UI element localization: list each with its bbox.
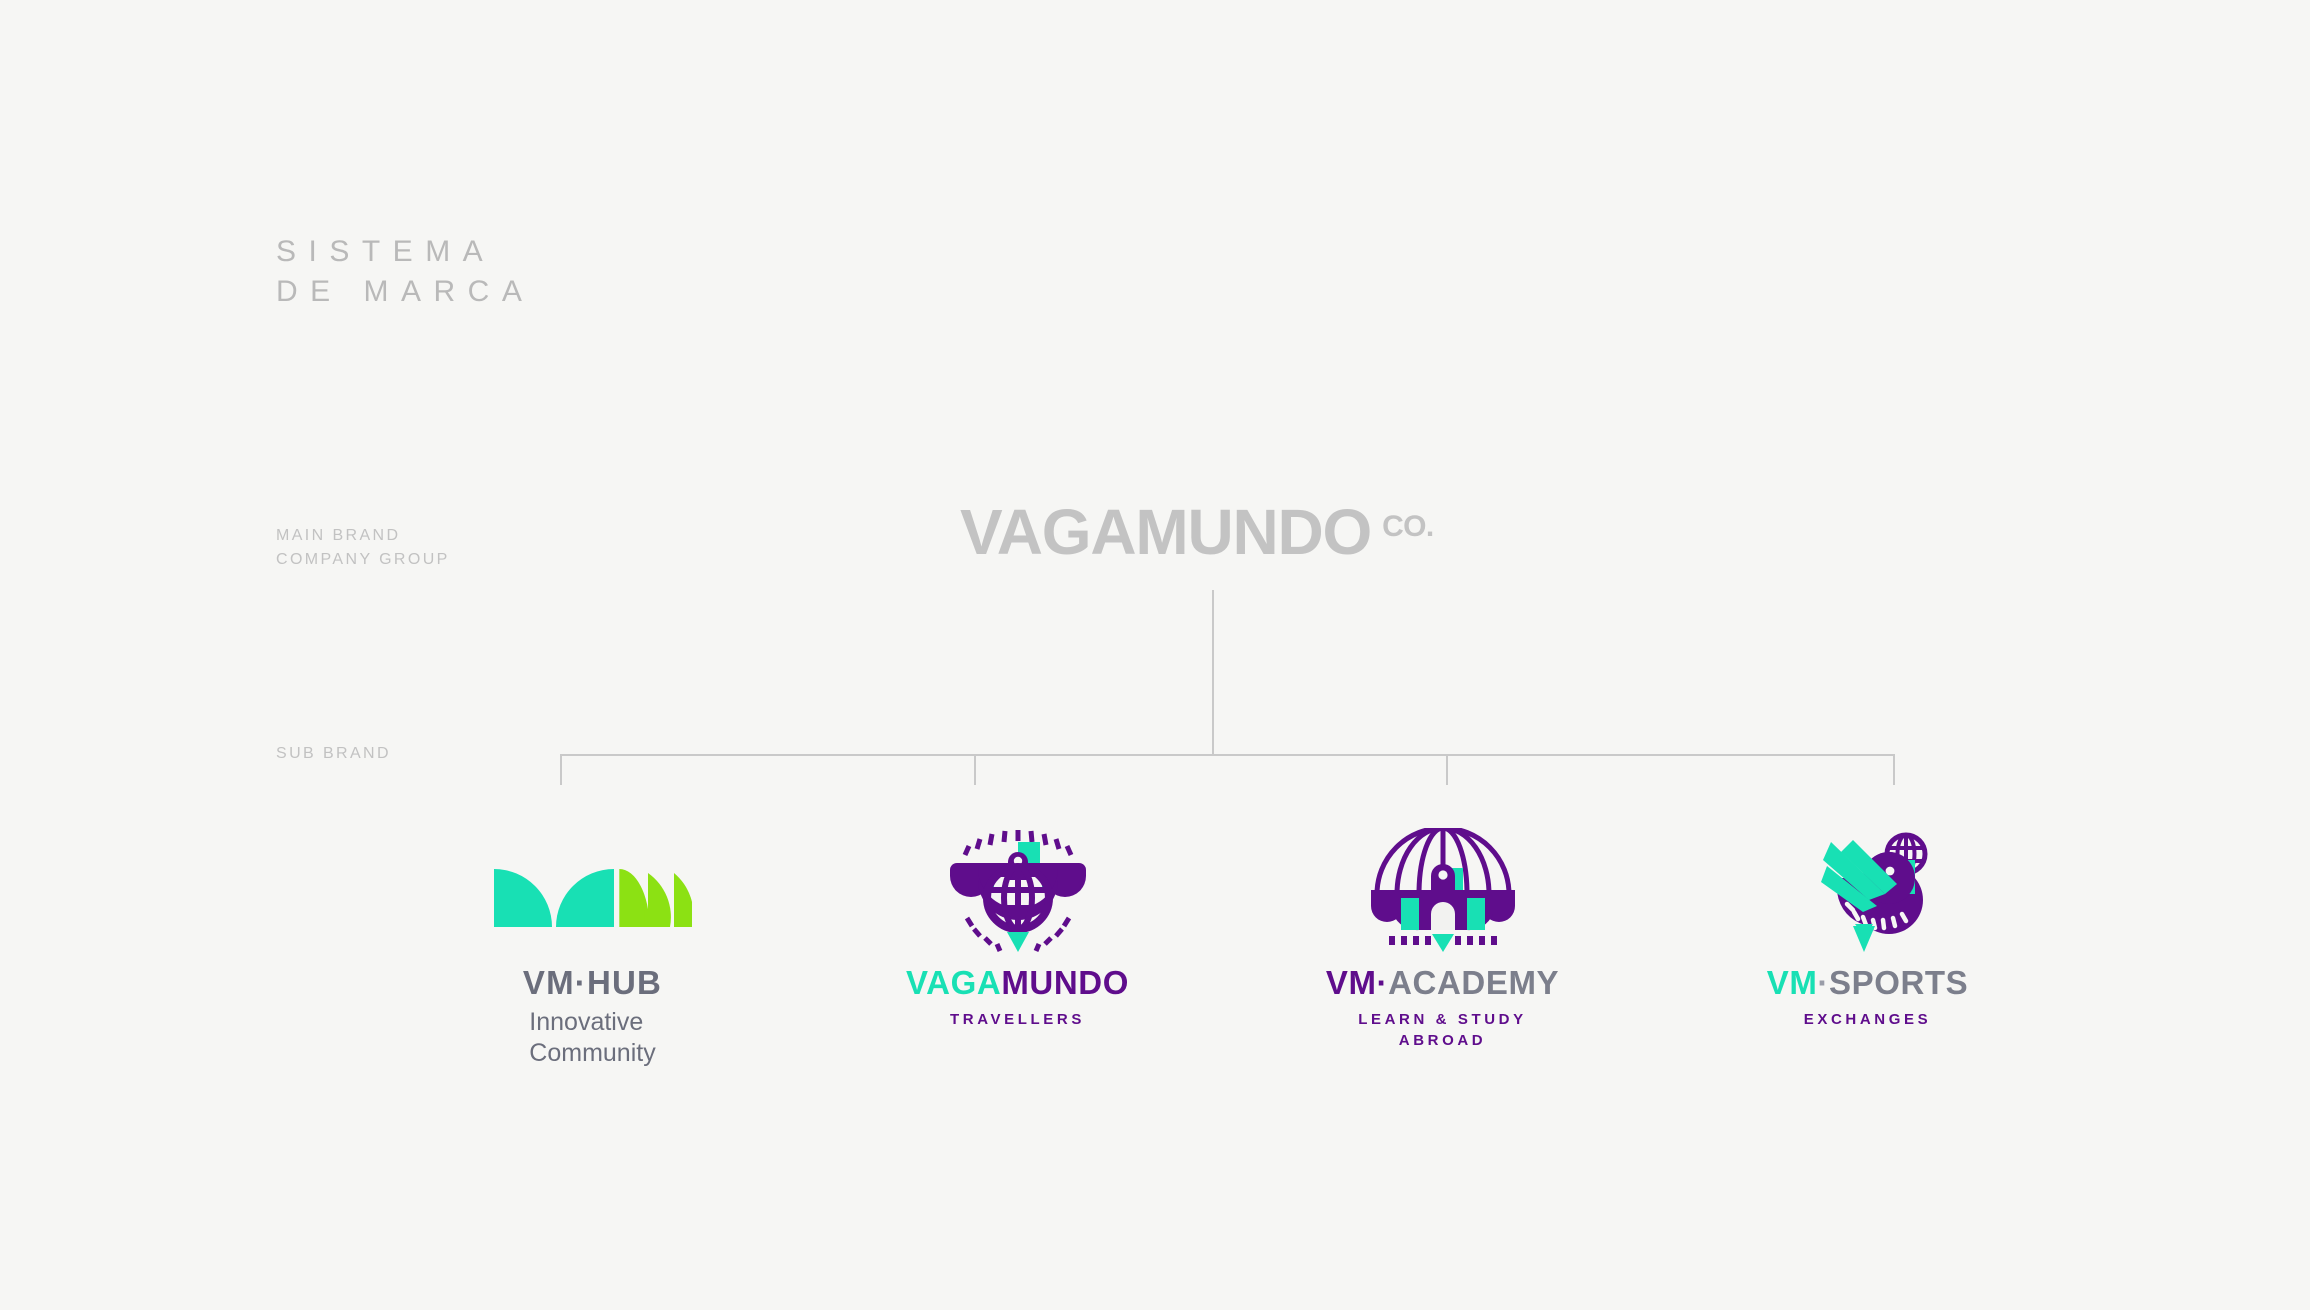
vm-academy-mark [1363,828,1523,952]
sub-brand-vm-sports[interactable]: VM·SPORTS EXCHANGES [1655,832,2080,1030]
vm-academy-wordmark-part-0: VM· [1325,964,1389,1001]
vagamundo-travellers-tagline: TRAVELLERS [950,1011,1085,1028]
vm-sports-tagline: EXCHANGES [1803,1011,1932,1028]
vm-sports-wordmark-part-1: · [1817,964,1829,1001]
flying-bird-mark-icon [1820,832,1927,952]
vm-hub-wordmark: VM·HUB [523,966,662,999]
vagamundo-travellers-mark [934,830,1102,952]
vagamundo-wordmark-part-1: MUNDO [1001,964,1129,1001]
vm-sports-wordmark-part-0: VM [1766,964,1818,1001]
vagamundo-travellers-wordmark: VAGAMUNDO [906,966,1129,999]
main-brand-suffix: CO. [1382,510,1434,543]
arches-mark-icon [493,869,692,927]
vm-hub-tagline: Innovative Community [529,1008,656,1067]
main-brand-wordmark: VAGAMUNDO CO. [960,500,1434,564]
vm-hub-wordmark-part-0: VM·HUB [522,964,663,1001]
sub-brand-vagamundo-travellers[interactable]: VAGAMUNDO TRAVELLERS [805,830,1230,1030]
sub-brand-vm-academy[interactable]: VM·ACADEMY LEARN & STUDY ABROAD [1230,828,1655,1051]
temple-dome-mark-icon [1370,828,1515,952]
sub-brand-vm-hub[interactable]: VM·HUB Innovative Community [380,840,805,1069]
vm-hub-mark [493,840,692,952]
vm-academy-wordmark-part-1: ACADEMY [1388,964,1560,1001]
row-label-sub-brand: SUB BRAND [276,745,391,762]
row-label-main-brand: MAIN BRAND COMPANY GROUP [276,527,450,568]
vm-academy-wordmark: VM·ACADEMY [1326,966,1559,999]
vm-sports-mark [1793,832,1943,952]
sub-brand-row: VM·HUB Innovative Community [380,828,2080,1080]
vagamundo-wordmark-part-0: VAGA [906,964,1002,1001]
bird-globe-mark-icon [949,830,1086,952]
vm-sports-wordmark: VM·SPORTS [1767,966,1969,999]
vm-academy-tagline: LEARN & STUDY ABROAD [1358,1011,1527,1049]
main-brand-name: VAGAMUNDO [960,496,1372,568]
page-title: SISTEMA DE MARCA [276,235,535,308]
vm-sports-wordmark-part-2: SPORTS [1829,964,1969,1001]
